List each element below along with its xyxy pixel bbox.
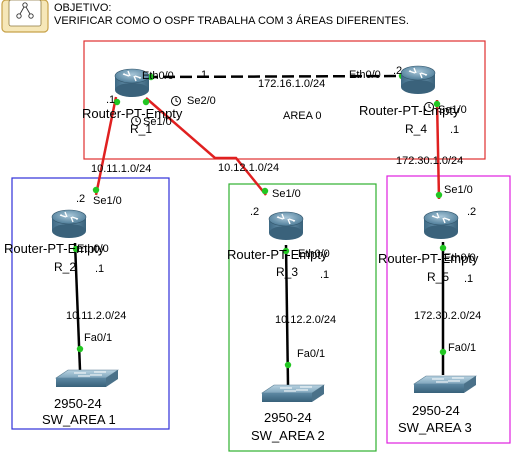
- router-r2[interactable]: Router-PT-Empty R_2: [4, 209, 105, 274]
- r4-se1-label: Se1/0: [438, 104, 467, 116]
- router-r1-model: Router-PT-Empty: [82, 106, 183, 121]
- router-r4-model: Router-PT-Empty: [359, 103, 460, 118]
- switch-sw2-name: SW_AREA 2: [251, 428, 325, 443]
- link-r1-r4: [145, 74, 405, 79]
- router-icon: [268, 211, 304, 241]
- switch-sw3-model: 2950-24: [412, 403, 460, 418]
- router-r3[interactable]: Router-PT-Empty R_3: [227, 211, 328, 279]
- objective-title: OBJETIVO:: [54, 2, 111, 14]
- clock-icon: [171, 96, 181, 106]
- r3-se1-ip: .2: [250, 206, 259, 218]
- r1-eth-label: Eth0/0: [142, 70, 174, 82]
- link-r4-r5: [435, 99, 441, 200]
- interface-labels: Eth0/0 .1 Se2/0 Se1/0 .1 Eth0/0 .2 Se1/0…: [76, 65, 476, 360]
- clock-icon: [131, 116, 141, 126]
- network-label-r3-sw2: 10.12.2.0/24: [275, 314, 336, 326]
- router-r4-name: R_4: [405, 122, 427, 136]
- router-icon: [51, 209, 87, 239]
- r5-eth-label: Eth0/0: [444, 252, 476, 264]
- link-status-dots: [72, 72, 447, 369]
- network-label-r1-r4: 172.16.1.0/24: [258, 78, 325, 90]
- r1-se1-ip: .1: [106, 94, 115, 106]
- r1-se1-label: Se1/0: [143, 116, 172, 128]
- switch-sw3[interactable]: 2950-24 SW_AREA 3: [398, 375, 477, 435]
- r5-se1-ip: .2: [467, 206, 476, 218]
- r2-eth-ip: .1: [95, 263, 104, 275]
- sw3-fa-label: Fa0/1: [448, 342, 476, 354]
- link-r3-sw2: [284, 244, 290, 386]
- router-r5-model: Router-PT-Empty: [378, 251, 479, 266]
- router-r5[interactable]: Router-PT-Empty R_5: [378, 210, 479, 284]
- network-label-r1-r3: 10.12.1.0/24: [218, 162, 279, 174]
- r3-se1-label: Se1/0: [272, 188, 301, 200]
- r3-eth-ip: .1: [320, 269, 329, 281]
- sw1-fa-label: Fa0/1: [84, 332, 112, 344]
- r1-se2-label: Se2/0: [187, 95, 216, 107]
- area-1-boundary: [11, 177, 170, 430]
- r5-eth-ip: .1: [464, 273, 473, 285]
- r2-eth-label: Eth0/0: [77, 243, 109, 255]
- r4-eth-label: Eth0/0: [349, 69, 381, 81]
- sw2-fa-label: Fa0/1: [297, 348, 325, 360]
- objective-text: VERIFICAR COMO O OSPF TRABALHA COM 3 ÁRE…: [54, 14, 409, 27]
- router-r2-name: R_2: [54, 260, 76, 274]
- switch-icon: [413, 375, 477, 394]
- r3-eth-label: Eth0/0: [298, 248, 330, 260]
- router-icon: [400, 65, 436, 95]
- network-label-r5-sw3: 172.30.2.0/24: [414, 310, 481, 322]
- router-r4[interactable]: Router-PT-Empty R_4: [359, 65, 460, 136]
- r4-se1-ip: .1: [450, 124, 459, 136]
- area-0-boundary: [83, 40, 486, 160]
- router-r5-name: R_5: [427, 270, 449, 284]
- r2-se1-label: Se1/0: [93, 195, 122, 207]
- switch-sw1[interactable]: 2950-24 SW_AREA 1: [42, 369, 119, 427]
- r4-eth-ip: .2: [393, 65, 402, 77]
- router-r3-model: Router-PT-Empty: [227, 247, 328, 262]
- router-icon: [423, 210, 459, 240]
- area-0-label: AREA 0: [283, 110, 322, 122]
- switch-sw2[interactable]: 2950-24 SW_AREA 2: [251, 384, 325, 443]
- switch-icon: [55, 369, 119, 388]
- switch-sw1-name: SW_AREA 1: [42, 412, 116, 427]
- switch-icon: [261, 384, 325, 403]
- switch-sw2-model: 2950-24: [264, 410, 312, 425]
- r1-eth-ip: .1: [198, 69, 207, 81]
- router-r2-model: Router-PT-Empty: [4, 241, 105, 256]
- r5-se1-label: Se1/0: [444, 184, 473, 196]
- link-r1-r2: [94, 96, 118, 196]
- router-r3-name: R_3: [276, 265, 298, 279]
- area-3-boundary: [386, 175, 511, 444]
- clock-icon: [424, 102, 434, 112]
- network-label-r4-r5: 172.30.1.0/24: [396, 155, 463, 167]
- switch-sw3-name: SW_AREA 3: [398, 420, 472, 435]
- link-r1-r3: [145, 97, 267, 196]
- network-label-r2-sw1: 10.11.2.0/24: [66, 310, 126, 322]
- switch-sw1-model: 2950-24: [54, 396, 102, 411]
- objective-icon: [1, 0, 49, 33]
- r2-se1-ip: .2: [76, 193, 85, 205]
- network-label-r1-r2: 10.11.1.0/24: [91, 163, 151, 175]
- area-2-boundary: [228, 183, 377, 452]
